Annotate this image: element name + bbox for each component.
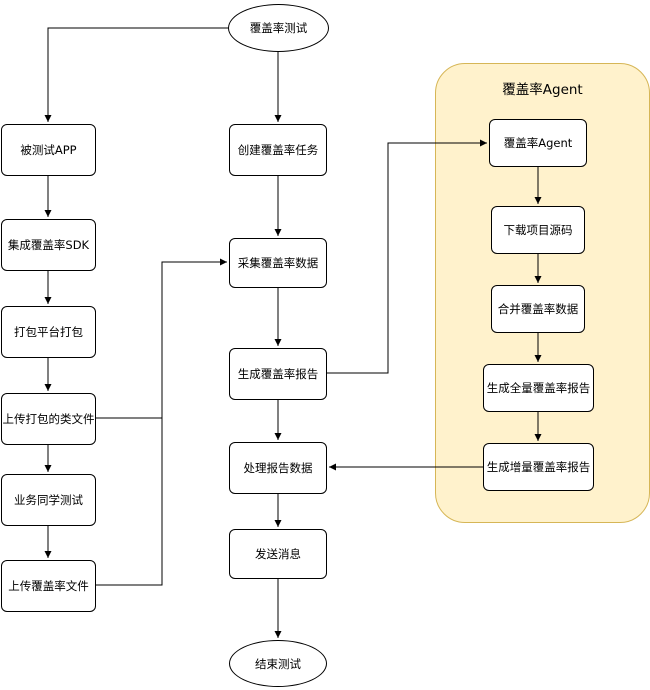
node-upload-coverage-file: 上传覆盖率文件 <box>1 560 96 612</box>
node-collect-coverage-data: 采集覆盖率数据 <box>229 238 327 288</box>
node-integrate-sdk: 集成覆盖率SDK <box>1 219 96 271</box>
edge-start-to-app <box>44 27 230 122</box>
node-full-coverage-report: 生成全量覆盖率报告 <box>483 364 594 412</box>
node-send-message: 发送消息 <box>229 529 327 579</box>
node-business-testing: 业务同学测试 <box>1 474 96 526</box>
node-process-report-data: 处理报告数据 <box>229 442 327 494</box>
node-platform-pack: 打包平台打包 <box>1 306 96 358</box>
node-merge-coverage-data: 合并覆盖率数据 <box>491 285 585 333</box>
node-app-under-test: 被测试APP <box>1 124 96 176</box>
node-coverage-agent: 覆盖率Agent <box>489 119 587 167</box>
node-end-test: 结束测试 <box>229 640 327 687</box>
node-generate-coverage-report: 生成覆盖率报告 <box>229 348 327 400</box>
node-start-coverage-test: 覆盖率测试 <box>228 4 329 52</box>
agent-group-title: 覆盖率Agent <box>502 82 583 98</box>
node-upload-class-files: 上传打包的类文件 <box>1 393 96 445</box>
edge-upload-cov-to-collect <box>95 418 163 586</box>
edge-upload-class-to-collect <box>95 258 227 419</box>
node-incremental-coverage-report: 生成增量覆盖率报告 <box>483 443 594 491</box>
edge-gen-report-to-agent <box>326 139 487 374</box>
node-create-coverage-task: 创建覆盖率任务 <box>229 124 327 176</box>
node-download-source: 下载项目源码 <box>491 206 585 254</box>
